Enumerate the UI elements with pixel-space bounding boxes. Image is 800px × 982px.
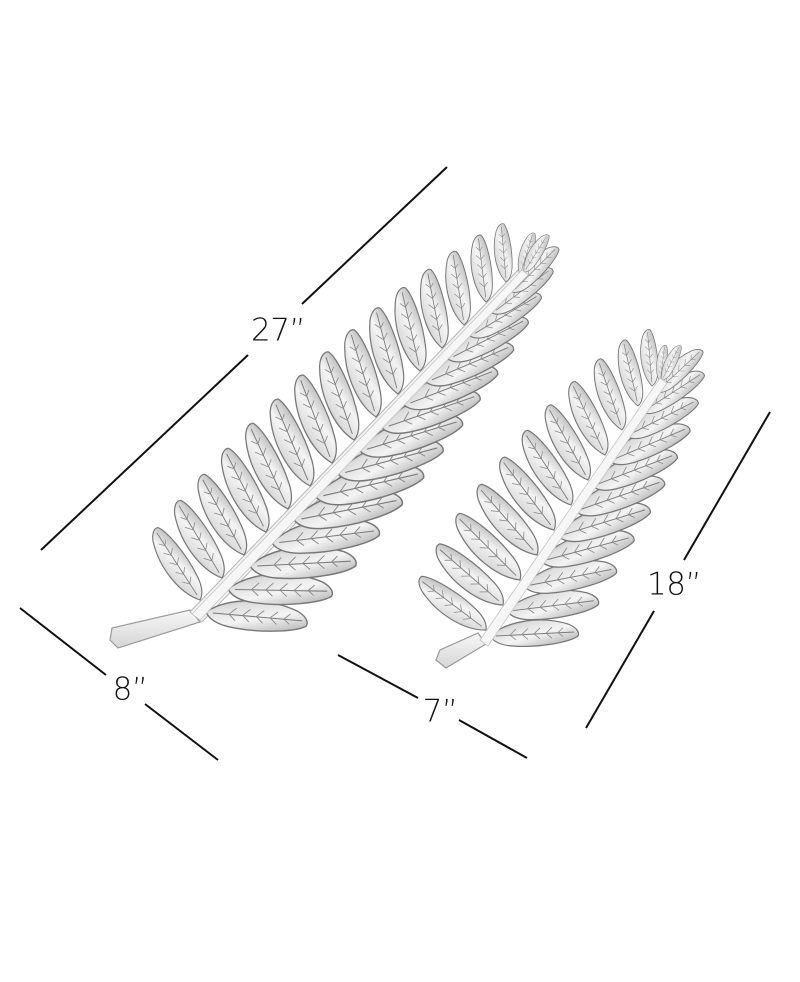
length-line-large-upper bbox=[301, 166, 448, 305]
large-width-label: 8” bbox=[112, 671, 148, 708]
width-line-small-right bbox=[458, 719, 528, 759]
large-fern-tray bbox=[109, 222, 565, 649]
width-line-large-right bbox=[144, 703, 219, 761]
width-line-small-left bbox=[337, 654, 419, 699]
length-line-small-lower bbox=[585, 610, 655, 729]
length-line-large-lower bbox=[40, 354, 249, 551]
width-line-large-left bbox=[19, 607, 107, 676]
small-fern-tray bbox=[411, 328, 710, 669]
small-length-label: 18” bbox=[646, 566, 702, 603]
small-width-label: 7” bbox=[422, 693, 458, 730]
dimension-lines bbox=[19, 166, 771, 761]
length-line-small-upper bbox=[683, 411, 771, 561]
large-length-label: 27” bbox=[250, 312, 306, 349]
